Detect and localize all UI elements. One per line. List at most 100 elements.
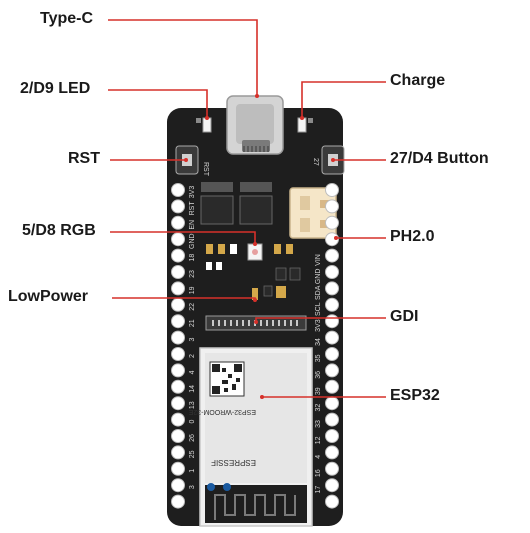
left-pin-hole <box>171 314 185 329</box>
callout-type-c: Type-C <box>40 10 94 27</box>
left-pin-hole <box>171 183 185 197</box>
left-pin-label: 21 <box>189 319 196 327</box>
right-pin-hole <box>325 183 339 197</box>
left-pin-label: 0 <box>189 420 196 424</box>
right-pin-hole <box>325 347 339 361</box>
passive-components <box>206 244 301 298</box>
callout-esp32: ESP32 <box>390 387 440 404</box>
right-pin-label: VIN <box>315 254 322 266</box>
module-brand: ESPRESSIF <box>211 458 256 467</box>
leader-dots <box>184 94 338 399</box>
right-pin-hole <box>325 461 339 476</box>
left-pin-hole <box>171 347 185 361</box>
lowpower-pad <box>252 288 258 300</box>
left-pin-hole <box>171 330 185 345</box>
right-pin-hole <box>325 314 339 329</box>
right-pin-label: 12 <box>315 436 322 444</box>
module-name: ESP32-WROOM-32E <box>188 408 256 415</box>
right-pin-hole <box>325 281 339 296</box>
right-pin-label: SCL <box>315 302 322 316</box>
d4-silk: 27 <box>312 158 319 166</box>
right-pin-hole <box>325 494 339 509</box>
left-pin-hole <box>171 232 185 247</box>
d9-led <box>202 117 212 133</box>
left-pin-hole <box>171 199 185 214</box>
right-pin-hole <box>325 215 339 230</box>
right-pin-hole <box>325 478 339 493</box>
left-pin-hole <box>171 215 185 230</box>
left-pin-label: 1 <box>189 469 196 473</box>
callout-d9-led: 2/D9 LED <box>20 80 91 97</box>
right-pin-hole <box>325 412 339 427</box>
left-pin-hole <box>171 248 185 263</box>
left-pin-hole <box>171 478 185 493</box>
left-pin-holes <box>171 183 185 509</box>
left-pin-label: EN <box>189 220 196 230</box>
callout-lowpower: LowPower <box>8 288 89 305</box>
right-pin-hole <box>325 445 339 460</box>
right-pin-label: 39 <box>315 387 322 395</box>
right-pin-label: 4 <box>315 455 322 459</box>
callout-d4-button: 27/D4 Button <box>390 150 489 167</box>
left-pin-hole <box>171 429 185 443</box>
left-pin-label: 2 <box>189 354 196 358</box>
left-pin-label: 3V3 <box>189 186 196 199</box>
esp32-module: ESP32-WROOM-32E ESPRESSIF <box>188 347 313 527</box>
callout-d8-rgb: 5/D8 RGB <box>22 222 96 239</box>
left-pin-hole <box>171 265 185 279</box>
left-pin-hole <box>171 281 185 296</box>
left-pin-label: 4 <box>189 370 196 374</box>
right-pin-label: 17 <box>315 486 322 494</box>
left-pin-label: 3 <box>189 485 196 489</box>
left-pin-label: GND <box>189 233 196 249</box>
callout-ph20: PH2.0 <box>390 228 435 245</box>
left-pin-hole <box>171 379 185 394</box>
right-pin-label: 3V3 <box>315 319 322 332</box>
right-pin-hole <box>325 232 339 247</box>
left-pin-label: 14 <box>189 385 196 393</box>
usb-type-c-connector <box>226 95 284 155</box>
left-pin-label: 25 <box>189 450 196 458</box>
right-pin-label: SDA <box>315 285 322 300</box>
right-pin-label: 33 <box>315 420 322 428</box>
left-pin-hole <box>171 412 185 427</box>
callout-rst: RST <box>68 150 100 167</box>
callout-charge: Charge <box>390 72 446 89</box>
left-pin-label: 13 <box>189 401 196 409</box>
right-pin-hole <box>325 330 339 345</box>
left-pin-hole <box>171 494 185 509</box>
rst-silk: RST <box>202 162 209 177</box>
right-pin-label: 35 <box>315 354 322 362</box>
left-pin-label: 19 <box>189 286 196 294</box>
right-pin-label: 34 <box>315 338 322 346</box>
right-pin-label: 32 <box>315 404 322 412</box>
right-pin-hole <box>325 396 339 411</box>
right-pin-hole <box>325 248 339 263</box>
left-pin-label: RST <box>189 201 196 216</box>
regulator-chip-1 <box>200 195 234 225</box>
left-pin-label: 22 <box>189 303 196 311</box>
right-pin-hole <box>325 379 339 394</box>
left-pin-label: 26 <box>189 434 196 442</box>
right-pin-hole <box>325 199 339 214</box>
left-pin-label: 3 <box>189 338 196 342</box>
left-pin-hole <box>171 363 185 378</box>
left-pin-hole <box>171 396 185 411</box>
right-pin-hole <box>325 363 339 378</box>
callout-gdi: GDI <box>390 308 419 325</box>
right-pin-hole <box>325 297 339 312</box>
right-pin-label: GND <box>315 269 322 285</box>
regulator-chip-2 <box>239 195 273 225</box>
antenna-trace <box>214 494 296 520</box>
right-pin-holes <box>325 183 339 509</box>
left-pin-hole <box>171 445 185 460</box>
left-pin-hole <box>171 297 185 312</box>
left-pin-label: 18 <box>189 254 196 262</box>
charge-led <box>297 117 307 133</box>
right-pin-label: 36 <box>315 371 322 379</box>
left-pin-hole <box>171 461 185 476</box>
right-pin-hole <box>325 265 339 279</box>
left-pin-label: 23 <box>189 270 196 278</box>
right-pin-label: 16 <box>315 469 322 477</box>
